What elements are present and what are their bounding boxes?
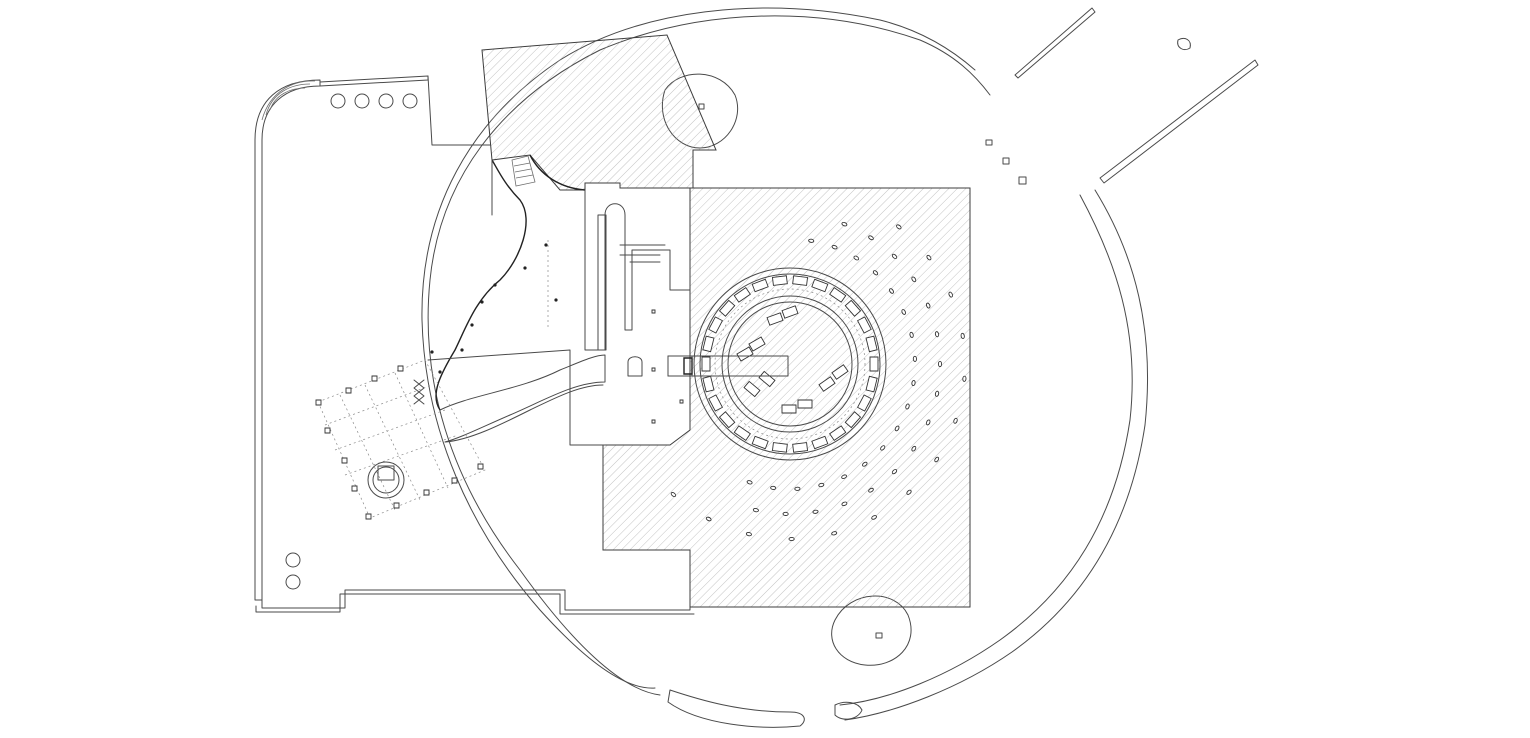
courtyard-stone [913,356,916,361]
rotunda-seat [703,336,714,352]
courtyard-stone [892,469,898,475]
courtyard-stone [911,446,917,452]
rotunda-seat [793,276,808,286]
courtyard-stone [746,532,752,536]
rotunda-seat [845,412,860,428]
courtyard-stone [871,515,877,520]
courtyard-stone [889,288,895,294]
rotunda-seat [709,395,723,411]
courtyard-stone [670,492,676,498]
courtyard-stone [832,245,838,250]
rotunda-seat [719,412,734,428]
courtyard-stone [963,376,967,381]
courtyard-stone [953,418,958,424]
rotunda-seat [812,436,828,448]
rotunda-seat [752,436,768,448]
rotunda-seat [845,300,860,316]
courtyard-stone [926,255,932,261]
central-building [428,155,690,445]
road-lines [986,8,1258,184]
courtyard-stone [911,276,917,282]
rotunda-seat [866,376,877,392]
courtyard-stone [894,425,899,431]
pavilion-grid [316,360,485,519]
courtyard-stone [892,253,898,259]
courtyard-stone [841,222,847,227]
courtyard-stone [862,461,868,467]
courtyard-stone [926,419,931,425]
rotunda-seat [772,443,787,453]
courtyard-stone [841,474,847,479]
rotunda-seat [734,288,750,303]
courtyard-stone [912,380,916,386]
courtyard-stone [909,332,913,338]
west-terrace [255,76,694,614]
courtyard-stone [789,537,794,540]
main-courtyard [603,188,970,607]
rotunda-seat [719,300,734,316]
courtyard-stone [706,516,712,521]
courtyard-stone [905,404,910,410]
rotunda-seat [772,276,787,286]
inner-seat-group [737,306,848,413]
rotunda-seat [703,376,714,392]
rotunda-seat [793,443,808,453]
rotunda-seat [830,426,846,441]
courtyard-stone [934,456,940,462]
courtyard-stone [853,255,859,260]
rotunda-seat [752,279,768,291]
rotunda-seat [870,357,878,371]
courtyard-stone [808,239,814,243]
rotunda [668,268,886,460]
courtyard-stone [906,489,912,495]
rotunda-seat [830,288,846,303]
courtyard-stone [783,512,788,515]
rotunda-seat [858,395,872,411]
rotunda-seat [866,336,877,352]
courtyard-stone [926,303,931,309]
courtyard-stone [880,445,886,451]
courtyard-stone [961,333,965,339]
courtyard-stone [873,270,879,276]
courtyard-stone [868,235,874,241]
rotunda-seat [702,357,710,371]
rotunda-seat [734,426,750,441]
rotunda-seat [812,279,828,291]
courtyard-stone [868,487,874,493]
courtyard-stone [753,508,759,512]
courtyard-stone [935,391,939,397]
north-block [482,35,716,190]
courtyard-stone [896,224,902,230]
courtyard-stone [841,501,847,506]
courtyard-stone [813,510,819,514]
courtyard-stone [747,480,753,485]
columns [430,243,683,423]
courtyard-stone [818,483,824,487]
courtyard-stone [948,292,953,298]
courtyard-stone [938,361,941,366]
outer-seat-ring [702,276,878,452]
courtyard-stone [831,531,837,535]
courtyard-stone [901,309,906,315]
rotunda-seat [709,317,723,333]
rotunda-seat [858,317,872,333]
courtyard-stone [795,487,800,491]
courtyard-stones [670,222,966,541]
outer-ring [422,8,1148,727]
courtyard-stone [935,331,939,337]
courtyard-stone [770,486,776,490]
